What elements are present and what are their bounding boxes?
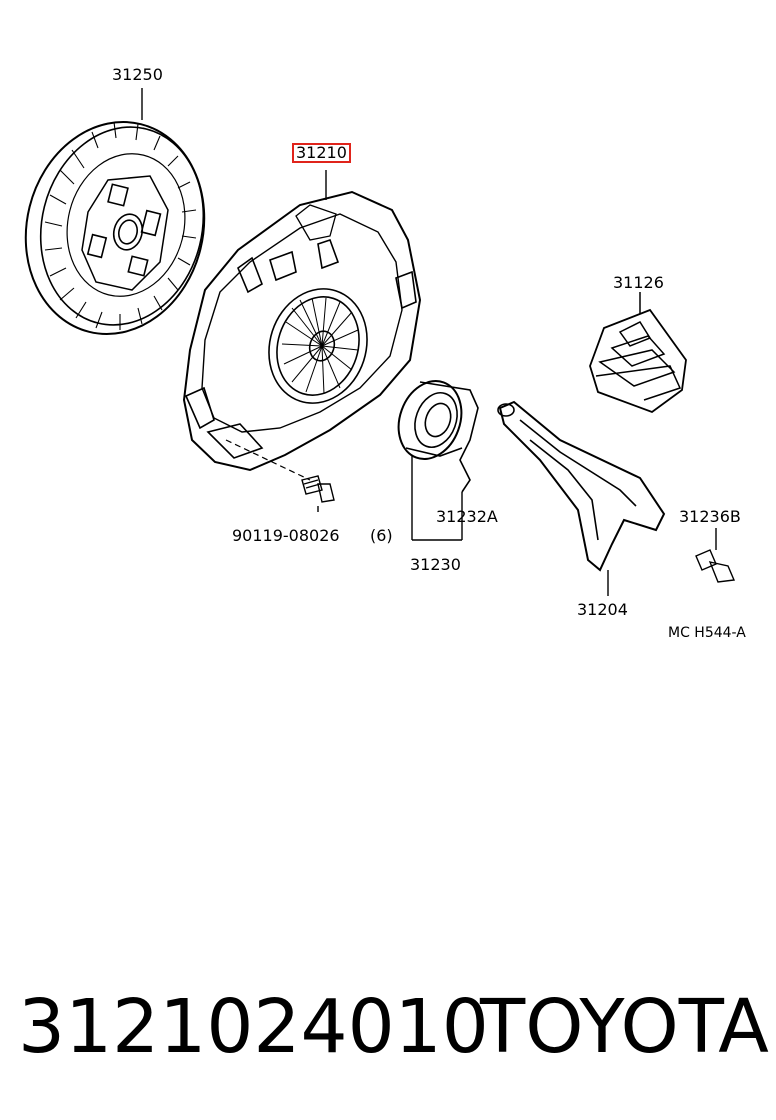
label-release-fork: 31204: [577, 600, 628, 619]
clip-drawing: [695, 528, 736, 583]
label-clutch-disc: 31250: [112, 65, 163, 84]
label-bearing-hub: 31232A: [436, 507, 498, 526]
release-fork-drawing: [497, 400, 666, 596]
bolt-drawing: [301, 475, 335, 512]
label-bolt-qty: (6): [370, 526, 393, 545]
label-release-fork-boot: 31126: [613, 273, 664, 292]
exploded-parts-diagram: [24, 88, 736, 596]
boot-drawing: [589, 292, 687, 414]
label-bearing-assy: 31230: [410, 555, 461, 574]
label-clutch-cover-highlighted: 31210: [292, 143, 351, 163]
clutch-disc-drawing: [24, 88, 206, 335]
label-bolt-part: 90119-08026: [232, 526, 340, 545]
release-bearing-drawing: [397, 380, 479, 541]
label-drawing-code: MC H544-A: [668, 625, 746, 641]
clutch-cover-drawing: [182, 170, 422, 481]
footer-brand: TOYOTA: [480, 984, 769, 1070]
footer-part-number: 3121024010: [18, 984, 489, 1070]
label-clip: 31236B: [679, 507, 741, 526]
